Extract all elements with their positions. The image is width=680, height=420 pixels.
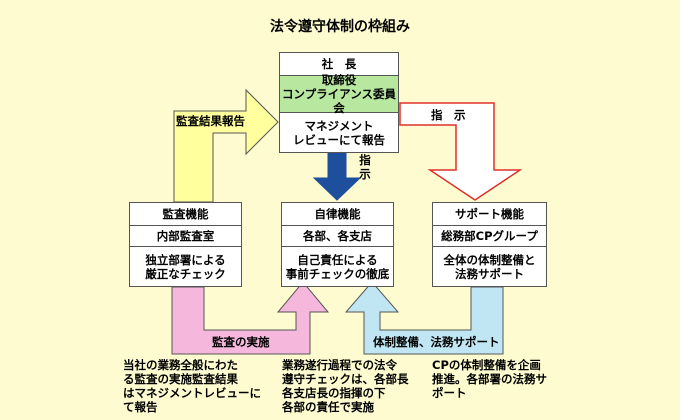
audit-function-header: 監査機能 (130, 203, 241, 225)
self-note: 業務遂行過程での法令 遵守チェックは、各部長 各支店長の指揮の下 各部の責任で実… (282, 358, 409, 414)
self-note-line-2: 遵守チェックは、各部長 (282, 372, 409, 386)
audit-desc-line-2: 厳正なチェック (145, 266, 226, 281)
audit-report-label: 監査結果報告 (176, 114, 245, 128)
self-desc-cell: 自己責任による 事前チェックの徹底 (282, 246, 393, 286)
audit-note-line-4: て報告 (123, 400, 158, 414)
review-line-1: マネジメント (304, 118, 374, 133)
self-desc-line-1: 自己責任による (297, 252, 378, 267)
audit-note-line-2: る監査の実施監査結果 (123, 372, 238, 386)
management-review-cell: マネジメント レビューにて報告 (280, 112, 398, 152)
audit-desc-line-1: 独立部署による (145, 252, 226, 267)
support-desc-line-1: 全体の体制整備と (443, 252, 536, 267)
instruct-right-arrow (399, 102, 523, 201)
diagram-title: 法令遵守体制の枠組み (270, 19, 410, 35)
review-line-2: レビューにて報告 (293, 132, 385, 147)
self-function-header: 自律機能 (282, 203, 393, 225)
president-header: 社 長 (280, 53, 398, 75)
audit-report-arrow (173, 88, 279, 203)
audit-unit-cell: 内部監査室 (130, 225, 241, 246)
support-note-line-1: CPの体制整備を企画 (432, 358, 541, 372)
support-function-box: サポート機能 総務部CPグループ 全体の体制整備と 法務サポート (432, 202, 547, 287)
instruct-down-label: 指 示 (358, 153, 372, 181)
audit-function-box: 監査機能 内部監査室 独立部署による 厳正なチェック (129, 202, 242, 287)
audit-exec-arrow (171, 281, 330, 355)
committee-line-1: 取締役 (321, 73, 357, 87)
committee-line-2: コンプライアンス委員会 (282, 87, 396, 115)
instruct-down-char-2: 示 (359, 167, 371, 181)
self-note-line-1: 業務遂行過程での法令 (282, 358, 397, 372)
support-function-header: サポート機能 (433, 203, 546, 225)
self-note-line-3: 各支店長の指揮の下 (282, 386, 386, 400)
instruct-down-char-1: 指 (359, 153, 371, 167)
support-exec-arrow (344, 281, 504, 355)
compliance-committee-cell: 取締役 コンプライアンス委員会 (280, 73, 398, 115)
instruct-down-arrow (312, 152, 362, 201)
self-unit-label: 各部、各支店 (303, 229, 372, 243)
audit-exec-label: 監査の実施 (212, 335, 270, 349)
support-note-line-2: 推進。各部署の法務サ (432, 372, 547, 386)
support-note: CPの体制整備を企画 推進。各部署の法務サ ポート (432, 358, 547, 400)
audit-note: 当社の業務全般にわた る監査の実施監査結果 はマネジメントレビューに て報告 (123, 358, 261, 414)
support-desc-line-2: 法務サポート (455, 266, 524, 281)
self-unit-cell: 各部、各支店 (282, 225, 393, 246)
president-label: 社 長 (321, 57, 357, 71)
support-function-label: サポート機能 (455, 207, 524, 221)
support-exec-label: 体制整備、法務サポート (373, 335, 500, 349)
self-function-label: 自律機能 (314, 207, 361, 221)
audit-note-line-3: はマネジメントレビューに (123, 386, 261, 400)
support-unit-label: 総務部CPグループ (441, 229, 538, 243)
audit-desc-cell: 独立部署による 厳正なチェック (130, 246, 241, 286)
self-note-line-4: 各部の責任で実施 (282, 400, 374, 414)
self-function-box: 自律機能 各部、各支店 自己責任による 事前チェックの徹底 (281, 202, 394, 287)
support-desc-cell: 全体の体制整備と 法務サポート (433, 246, 546, 286)
instruct-right-label: 指 示 (431, 108, 466, 122)
audit-note-line-1: 当社の業務全般にわた (123, 358, 238, 372)
audit-function-label: 監査機能 (162, 207, 209, 221)
president-box: 社 長 取締役 コンプライアンス委員会 マネジメント レビューにて報告 (279, 52, 399, 153)
self-desc-line-2: 事前チェックの徹底 (285, 266, 390, 281)
support-note-line-3: ポート (432, 386, 467, 400)
support-unit-cell: 総務部CPグループ (433, 225, 546, 246)
audit-unit-label: 内部監査室 (156, 229, 215, 243)
